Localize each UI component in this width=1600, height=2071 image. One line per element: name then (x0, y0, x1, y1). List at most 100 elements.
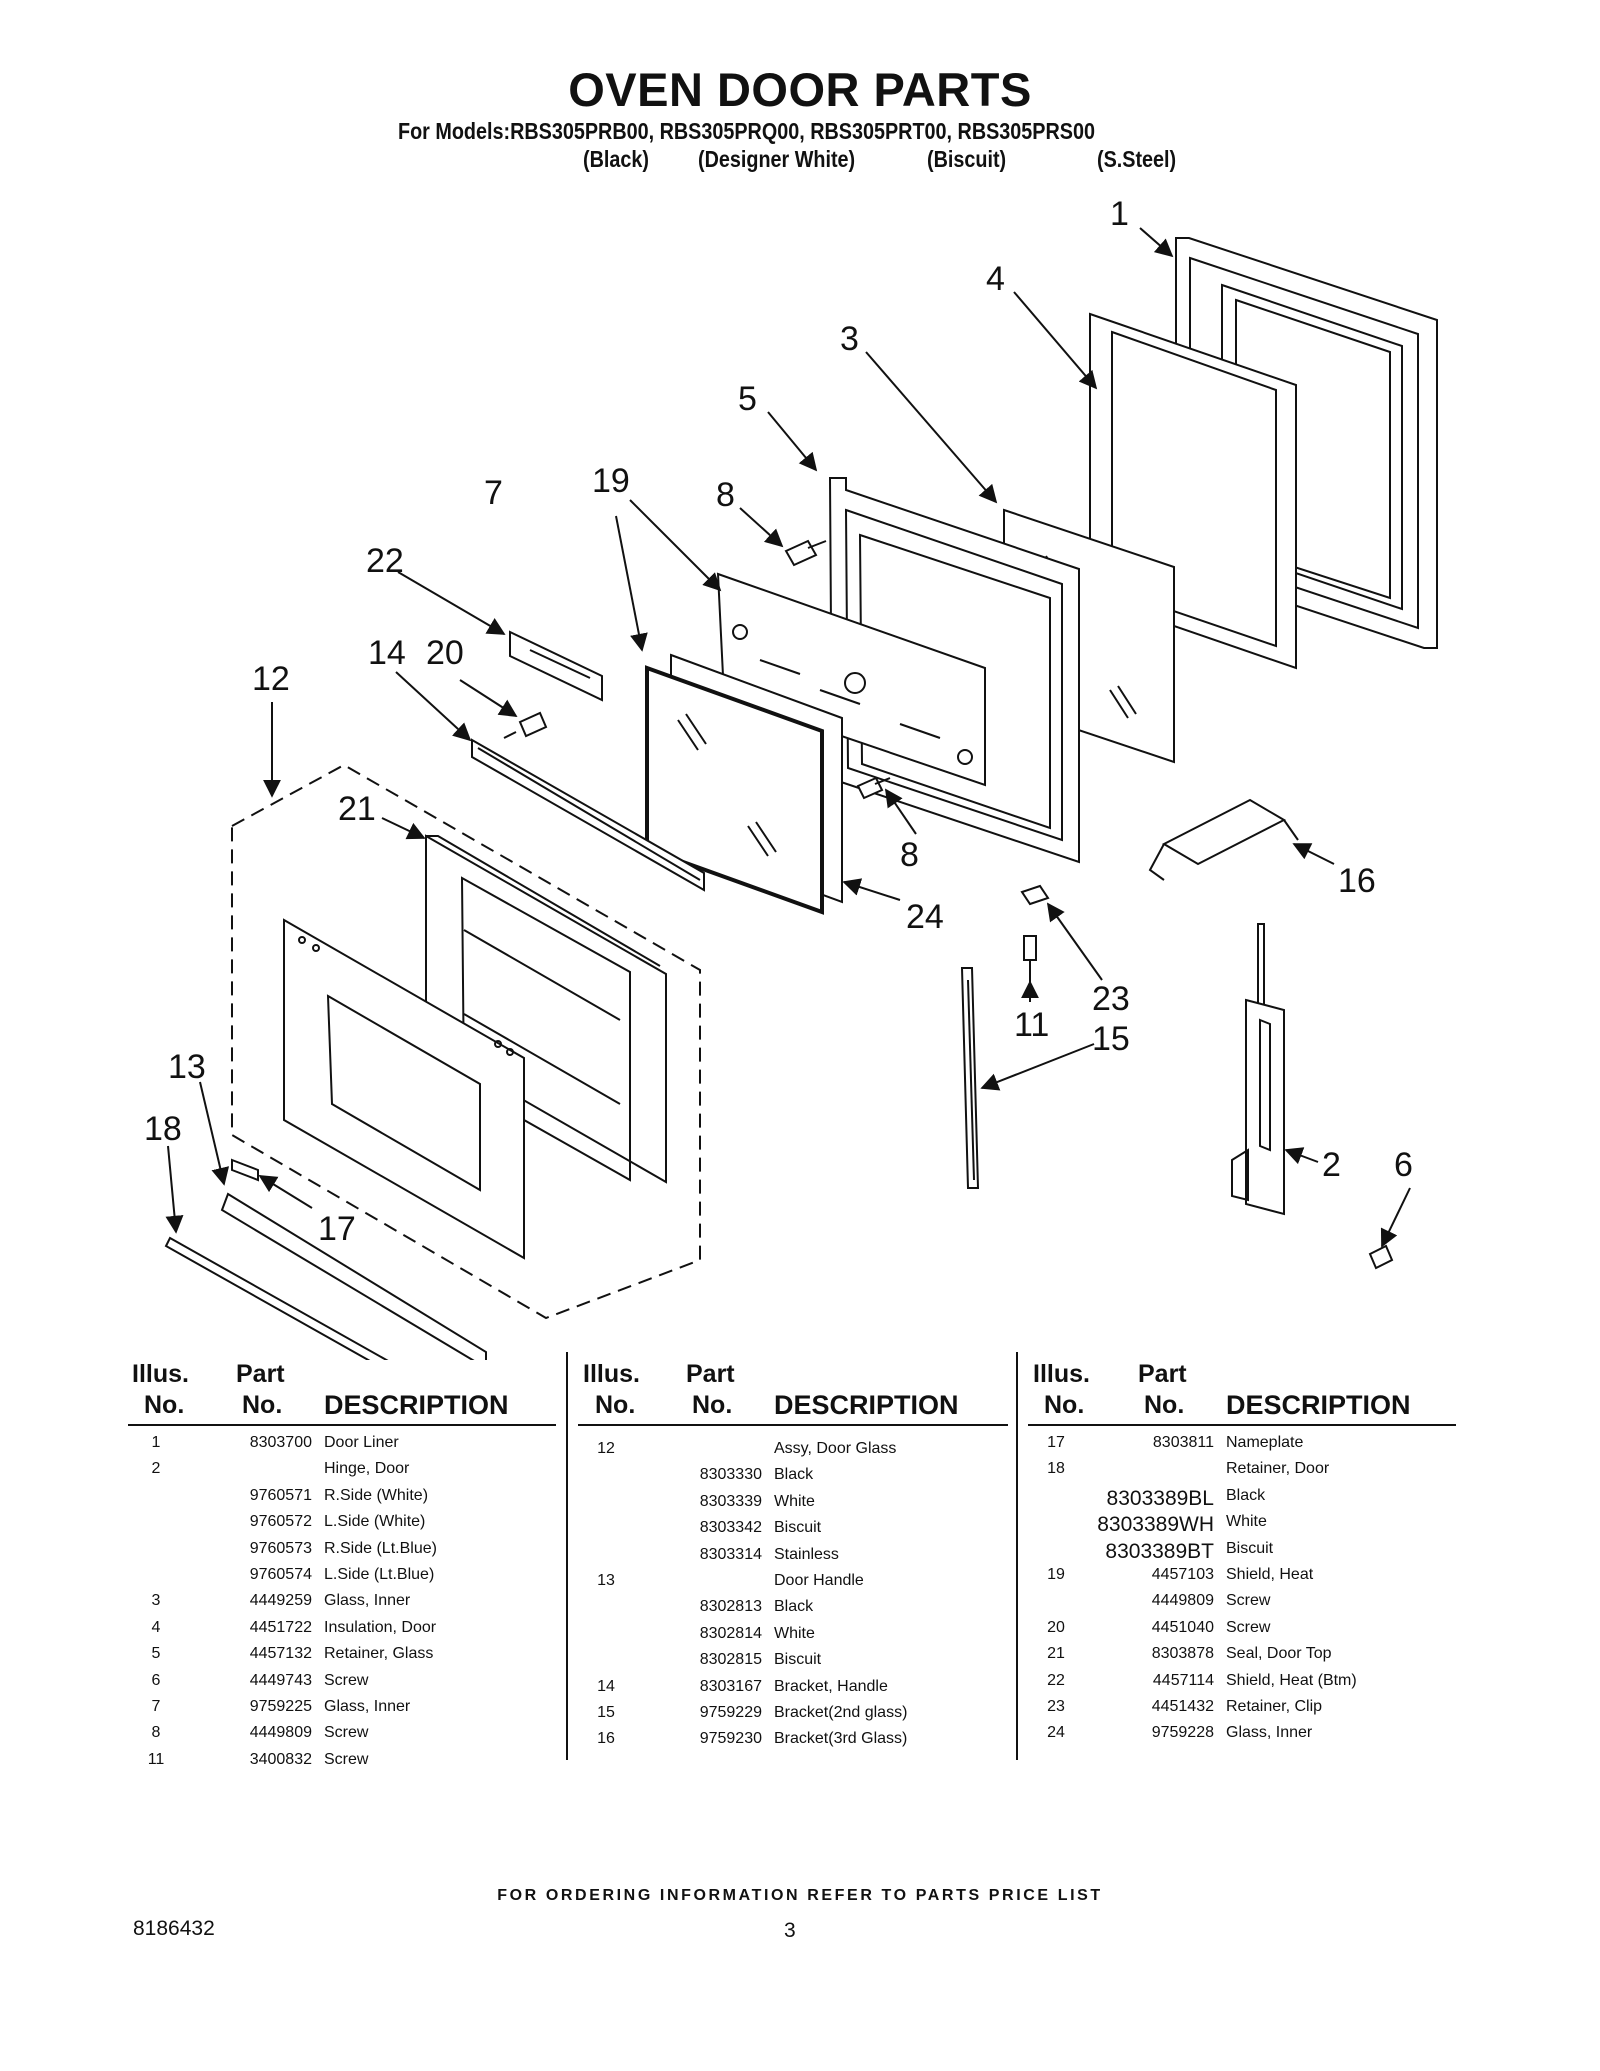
callout-13: 13 (168, 1048, 206, 1086)
part-description: Biscuit (774, 1651, 822, 1669)
callout-12: 12 (252, 660, 290, 698)
door-glass-frame-part (425, 834, 667, 1184)
illus-number: 8 (151, 1724, 161, 1742)
part-number: 9760573 (249, 1539, 312, 1557)
part-description: Glass, Inner (1226, 1724, 1313, 1742)
part-number: 9760574 (249, 1566, 312, 1583)
part-description: Assy, Door Glass (774, 1440, 897, 1457)
part-description: Screw (1226, 1618, 1271, 1636)
callout-4: 4 (986, 260, 1005, 298)
exploded-parts-diagram: 1 4 3 5 7 19 8 22 14 20 12 21 8 24 16 23… (144, 195, 1438, 1360)
part-description: Screw (324, 1671, 369, 1689)
illus-number: 4 (151, 1618, 161, 1636)
part-description: Nameplate (1226, 1434, 1304, 1451)
header-part-no: No. (692, 1391, 733, 1419)
header-part-no: No. (1144, 1391, 1185, 1419)
part-description: Shield, Heat (Btm) (1226, 1671, 1357, 1689)
part-description: Shield, Heat (1226, 1566, 1314, 1583)
models-line: For Models:RBS305PRB00, RBS305PRQ00, RBS… (398, 118, 1095, 144)
part-description: Screw (324, 1724, 369, 1742)
part-number: 8303389BT (1105, 1539, 1214, 1563)
callout-21: 21 (338, 790, 376, 828)
part-description: R.Side (Lt.Blue) (324, 1539, 437, 1557)
illus-number: 13 (597, 1572, 615, 1589)
ordering-note: FOR ORDERING INFORMATION REFER TO PARTS … (497, 1887, 1103, 1904)
part-description: Seal, Door Top (1226, 1645, 1332, 1663)
part-number: 8303339 (699, 1492, 762, 1510)
part-description: Retainer, Glass (324, 1645, 434, 1663)
illus-number: 7 (151, 1698, 161, 1715)
part-description: Glass, Inner (324, 1592, 411, 1610)
page-title: OVEN DOOR PARTS (568, 63, 1032, 116)
part-description: White (774, 1624, 815, 1642)
illus-number: 11 (147, 1750, 165, 1768)
part-description: Biscuit (1226, 1539, 1274, 1557)
part-number: 4451040 (1151, 1618, 1214, 1636)
illus-number: 15 (597, 1704, 615, 1721)
part-description: White (1226, 1513, 1267, 1531)
model-color-steel: (S.Steel) (1097, 146, 1177, 172)
callout-7: 7 (484, 474, 503, 512)
header-description: DESCRIPTION (774, 1390, 959, 1420)
illus-number: 22 (1047, 1671, 1065, 1689)
glass-inner-part (645, 653, 843, 915)
model-color-black: (Black) (583, 146, 649, 172)
illus-number: 12 (597, 1440, 615, 1457)
part-number: 4457114 (1152, 1671, 1214, 1689)
screw-part (856, 776, 891, 800)
callout-1: 1 (1110, 195, 1129, 233)
illus-number: 24 (1047, 1724, 1065, 1742)
header-rule (128, 1424, 556, 1426)
header-illus: Illus. (1033, 1360, 1090, 1388)
header-part-no: No. (242, 1391, 283, 1419)
part-number: 8302815 (699, 1651, 762, 1669)
model-color-designer-white: (Designer White) (698, 146, 856, 172)
screw-part (784, 539, 827, 567)
header-rule (1028, 1424, 1456, 1426)
header-rule (578, 1424, 1008, 1426)
part-number: 8303389BL (1106, 1486, 1214, 1510)
illus-number: 16 (597, 1730, 615, 1748)
callout-17: 17 (318, 1210, 356, 1248)
header-description: DESCRIPTION (1226, 1390, 1411, 1420)
callout-24: 24 (906, 898, 944, 936)
heat-shield-btm-part (509, 630, 603, 702)
part-description: Bracket, Handle (774, 1677, 888, 1695)
part-number: 8303314 (699, 1545, 762, 1563)
header-no: No. (144, 1391, 185, 1419)
part-description: Screw (1226, 1592, 1271, 1610)
column-divider (1016, 1352, 1018, 1760)
part-number: 4449743 (249, 1671, 312, 1689)
callout-8-top: 8 (716, 476, 735, 514)
part-description: Black (1226, 1486, 1266, 1504)
part-number: 9759229 (699, 1704, 762, 1721)
part-number: 8302813 (699, 1598, 762, 1616)
model-color-biscuit: (Biscuit) (927, 146, 1007, 172)
part-number: 4449809 (1151, 1592, 1214, 1610)
screw-part (503, 711, 548, 739)
illus-number: 3 (151, 1592, 161, 1610)
part-number: 3400832 (249, 1750, 312, 1768)
part-number: 8303700 (249, 1434, 312, 1451)
callout-19: 19 (592, 462, 630, 500)
part-description: Retainer, Clip (1226, 1698, 1323, 1715)
part-number: 8303330 (699, 1466, 762, 1484)
part-number: 9759228 (1151, 1724, 1214, 1742)
part-description: Door Liner (324, 1434, 399, 1451)
bracket-3rd-glass-part (1148, 798, 1299, 881)
illus-number: 1 (151, 1434, 161, 1451)
illus-number: 2 (151, 1460, 161, 1478)
illus-number: 21 (1047, 1645, 1065, 1663)
callout-5: 5 (738, 380, 757, 418)
callout-22: 22 (366, 542, 404, 580)
hinge-door-part (1231, 923, 1285, 1216)
part-description: Bracket(3rd Glass) (774, 1730, 908, 1748)
part-number: 8302814 (699, 1624, 762, 1642)
illus-number: 19 (1047, 1566, 1065, 1583)
part-description: Door Handle (774, 1572, 864, 1589)
part-number: 9759225 (249, 1698, 312, 1715)
illus-number: 14 (597, 1677, 615, 1695)
illus-number: 6 (151, 1671, 161, 1689)
heat-shield-part (716, 572, 986, 787)
callout-2: 2 (1322, 1146, 1341, 1184)
